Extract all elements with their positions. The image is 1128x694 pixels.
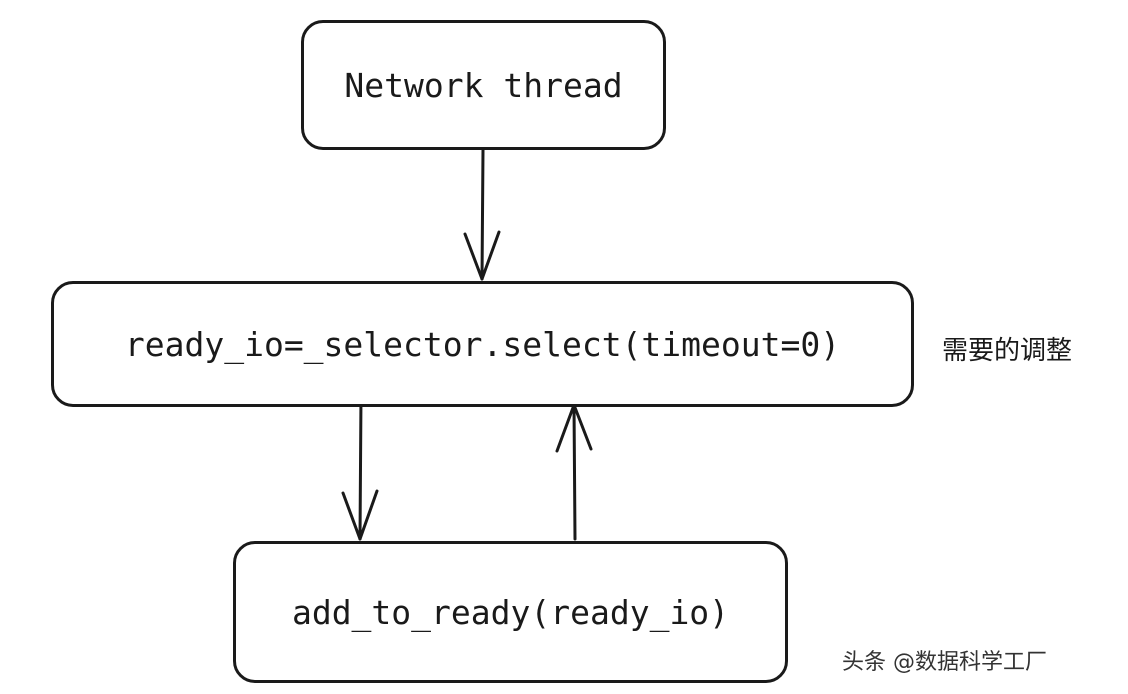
node-add-to-ready-label: add_to_ready(ready_io)	[291, 592, 730, 632]
arrow-add-to-select	[555, 403, 593, 541]
node-selector-select-label: ready_io=_selector.select(timeout=0)	[124, 324, 841, 364]
node-network-thread: Network thread	[301, 20, 666, 150]
node-selector-select: ready_io=_selector.select(timeout=0)	[51, 281, 914, 407]
adjustment-annotation: 需要的调整	[942, 336, 1073, 366]
arrow-network-to-select	[463, 148, 501, 281]
arrow-select-to-add	[341, 393, 379, 541]
node-network-thread-label: Network thread	[344, 65, 623, 105]
source-watermark: 头条 @数据科学工厂	[842, 650, 1047, 675]
node-add-to-ready: add_to_ready(ready_io)	[233, 541, 788, 683]
